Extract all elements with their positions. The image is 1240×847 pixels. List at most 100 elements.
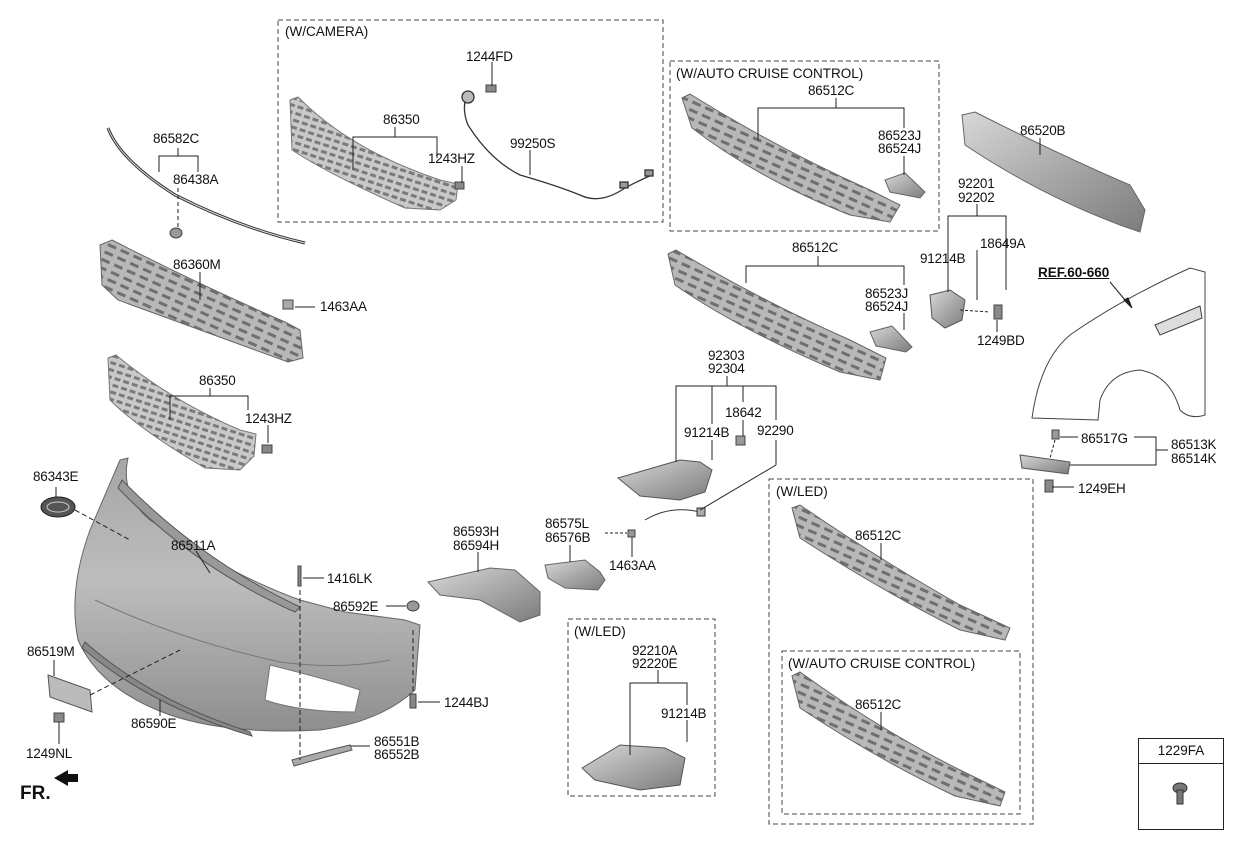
drl-lamp-part <box>616 459 713 501</box>
plate-bracket-part <box>47 674 93 713</box>
part-label: 86514K <box>1171 451 1217 466</box>
part-label: 86582C <box>153 131 200 146</box>
garnish-86593H-part <box>427 567 541 623</box>
bracket-86575L-part <box>544 559 606 591</box>
clip-86438A-part <box>169 227 183 239</box>
part-label: 1244FD <box>466 49 513 64</box>
part-label: 92201 <box>958 176 995 191</box>
leader-lines <box>53 62 1168 760</box>
box-acc-top <box>669 60 940 232</box>
part-label: 1229FA <box>1139 739 1223 764</box>
part-label: 86590E <box>131 716 177 731</box>
box-led-fog <box>567 618 716 797</box>
part-label: 1244BJ <box>444 695 489 710</box>
fr-label: FR. <box>20 783 51 804</box>
part-label: 86350 <box>199 373 236 388</box>
clip-86592E-part <box>406 600 420 612</box>
upper-cover-part <box>99 239 304 363</box>
lower-grille-led-part <box>791 504 1011 641</box>
part-label: 86343E <box>33 469 79 484</box>
part-label: 91214B <box>684 425 730 440</box>
screw-1243HZ-part <box>261 444 273 454</box>
part-label: 86575L <box>545 516 589 531</box>
part-label: 86594H <box>453 538 500 553</box>
part-label: 86576B <box>545 530 591 545</box>
part-label: 86524J <box>878 141 922 156</box>
box-led-right <box>768 478 1034 825</box>
bolt-1249BD-part <box>993 304 1003 320</box>
absorber-86520B-part <box>961 111 1146 233</box>
camera-harness-part <box>461 90 654 200</box>
part-label: 91214B <box>920 251 966 266</box>
part-label: 86552B <box>374 747 420 762</box>
fender-bracket-part <box>1019 454 1071 475</box>
part-label: 1243HZ <box>245 411 292 426</box>
part-label: 86523J <box>878 128 922 143</box>
bolt-1229FA-icon <box>1172 782 1188 805</box>
camera-bolts <box>454 84 497 190</box>
front-bumper-part <box>74 457 421 732</box>
group-label-led-right: (W/LED) <box>776 484 828 499</box>
screw-1249NL-part <box>53 712 65 723</box>
group-label-acc-top: (W/AUTO CRUISE CONTROL) <box>676 66 864 81</box>
part-label: 18642 <box>725 405 762 420</box>
part-label: 86592E <box>333 599 379 614</box>
part-label: 86524J <box>865 299 909 314</box>
lower-grille-accb-part <box>791 671 1006 807</box>
part-label: 92220E <box>632 656 678 671</box>
grille-molding-part <box>106 127 306 245</box>
box-camera <box>277 19 664 223</box>
fog-lamp-part <box>581 744 686 791</box>
part-label: 92304 <box>708 361 745 376</box>
part-label: 1463AA <box>609 558 656 573</box>
group-label-led-fog: (W/LED) <box>574 624 626 639</box>
part-label: 1463AA <box>320 299 367 314</box>
camera-grille-part <box>289 96 459 211</box>
part-1229FA-box: 1229FA <box>1138 738 1224 830</box>
part-label: 99250S <box>510 136 556 151</box>
part-label: 92202 <box>958 190 995 205</box>
lower-grille-mid-part <box>667 249 887 381</box>
part-label: 86438A <box>173 172 219 187</box>
bolt-1244BJ-part <box>409 693 417 709</box>
reflector-86551B-part <box>291 744 353 767</box>
drl-harness-part <box>644 507 706 521</box>
part-label: 86523J <box>865 286 909 301</box>
part-label: 18649A <box>980 236 1026 251</box>
bolt-1249EH-part <box>1044 479 1054 493</box>
clip-1463AA-mid-part <box>627 529 636 538</box>
part-label: 1249BD <box>977 333 1025 348</box>
emblem-part <box>40 496 76 518</box>
part-label: 86512C <box>855 528 902 543</box>
part-label: 86360M <box>173 257 221 272</box>
grille-86350-part <box>107 354 257 471</box>
group-label-camera: (W/CAMERA) <box>285 24 369 39</box>
fr-arrow-icon <box>54 770 78 786</box>
part-label: 86513K <box>1171 437 1217 452</box>
part-label: 86551B <box>374 734 420 749</box>
part-label: 86519M <box>27 644 75 659</box>
clip-86517G-part <box>1051 429 1060 440</box>
bolt-1416LK-part <box>297 565 302 587</box>
garnish-86523J-acc-part <box>884 172 926 199</box>
part-label: 86512C <box>855 697 902 712</box>
bulb-18642-part <box>735 435 746 446</box>
part-label: 92210A <box>632 643 678 658</box>
part-label: 86350 <box>383 112 420 127</box>
part-label: 86512C <box>792 240 839 255</box>
lower-grille-acc-part <box>681 93 901 223</box>
part-label: 1249EH <box>1078 481 1126 496</box>
garnish-86523J-mid-part <box>869 325 913 353</box>
group-boxes <box>277 19 1034 825</box>
sensor-bracket-part <box>929 289 966 329</box>
group-label-acc-bottom: (W/AUTO CRUISE CONTROL) <box>788 656 976 671</box>
part-label: 1416LK <box>327 571 373 586</box>
part-label: 1249NL <box>26 746 73 761</box>
part-label: 1243HZ <box>428 151 475 166</box>
part-label: 86593H <box>453 524 500 539</box>
part-label: 86517G <box>1081 431 1128 446</box>
part-label: 92290 <box>757 423 794 438</box>
part-label: 86511A <box>171 538 216 553</box>
part-label: 91214B <box>661 706 707 721</box>
